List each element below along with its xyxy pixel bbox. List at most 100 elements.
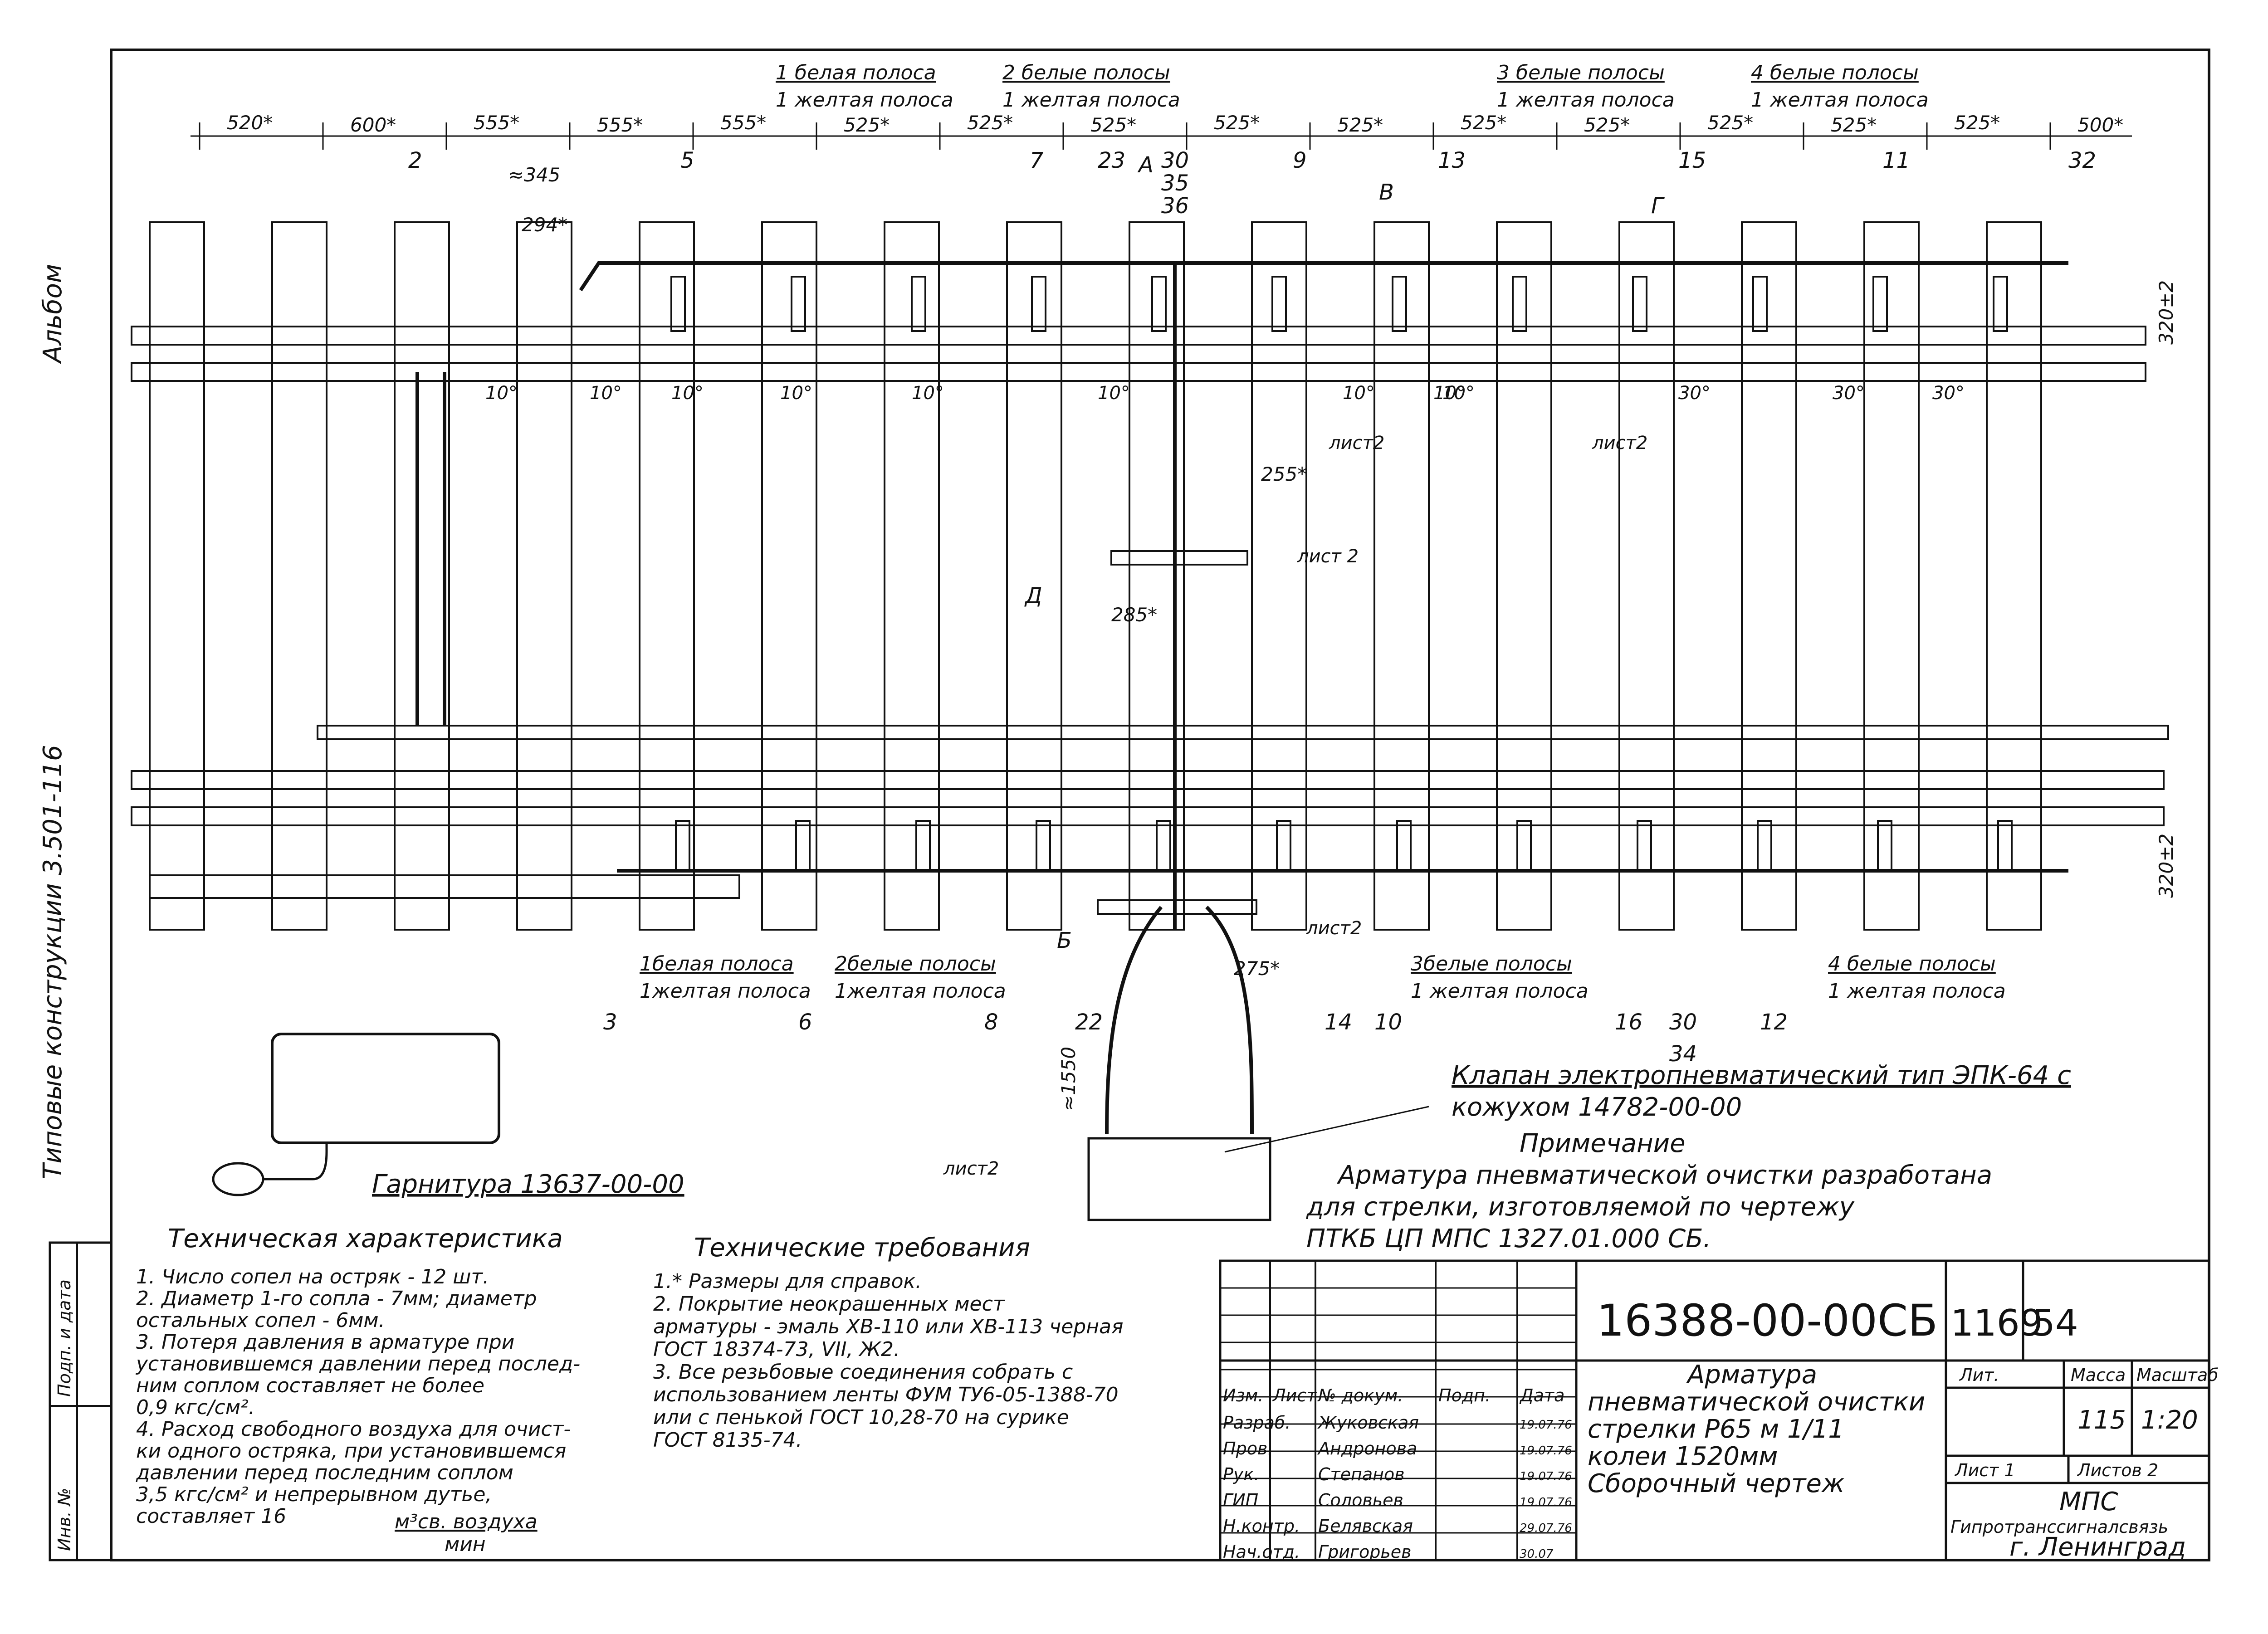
tech-characteristics: Техническая характеристика 1. Число сопе…	[135, 1224, 580, 1556]
sleeper	[1863, 221, 1920, 931]
flow-units-num: м³св. воздуха	[395, 1510, 538, 1533]
tb-role: Пров.	[1223, 1439, 1273, 1458]
note-line-1: Арматура пневматической очистки разработ…	[1337, 1161, 1992, 1190]
tb-role: Н.контр.	[1223, 1516, 1300, 1536]
stripe-label-line2: 1желтая полоса	[835, 980, 1006, 1003]
sleeper	[1129, 221, 1185, 931]
callout-number: 14	[1325, 1010, 1352, 1035]
sleeper	[1006, 221, 1062, 931]
top-dimension: 525*	[844, 114, 890, 136]
tech-req-line: ГОСТ 18374-73, VII, Ж2.	[653, 1338, 900, 1361]
nozzle-clamp	[1031, 276, 1046, 332]
sleeper	[1496, 221, 1552, 931]
tb-role: Разраб.	[1223, 1413, 1290, 1433]
dim-255: 255*	[1261, 463, 1307, 485]
dim-285: 285*	[1111, 604, 1157, 626]
callout-number: 35	[1161, 171, 1189, 196]
nozzle-angle: 10°	[1343, 383, 1375, 404]
valve-label-2: кожухом 14782-00-00	[1452, 1093, 1742, 1122]
nozzle-angle: 10°	[485, 383, 518, 404]
sheets-total: Листов 2	[2077, 1460, 2158, 1480]
sheet-ref-4: лист2	[1306, 918, 1362, 939]
nozzle-clamp	[911, 276, 926, 332]
album-label: Альбом	[38, 264, 68, 364]
tb-name: Соловьев	[1318, 1490, 1403, 1510]
callout-number: 22	[1075, 1010, 1103, 1035]
tb-role: Нач.отд.	[1223, 1542, 1300, 1562]
top-dimension: 525*	[1831, 114, 1877, 136]
page-number: 54	[2032, 1302, 2078, 1344]
nozzle-clamp	[1271, 276, 1287, 332]
sleeper	[271, 221, 327, 931]
tb-col-header: Дата	[1519, 1385, 1564, 1405]
tech-char-line: 4. Расход свободного воздуха для очист-	[136, 1418, 571, 1441]
tech-char-title: Техническая характеристика	[168, 1224, 563, 1254]
callout-number: 6	[798, 1010, 812, 1035]
tb-name: Степанов	[1318, 1464, 1405, 1484]
sleeper	[1986, 221, 2042, 931]
tech-char-line: ки одного остряка, при установившемся	[136, 1439, 566, 1463]
title-line: Арматура	[1686, 1360, 1817, 1390]
nozzle-clamp	[1997, 820, 2013, 872]
stripe-label-line1: 1белая полоса	[640, 952, 794, 976]
stripe-label-line2: 1 желтая полоса	[1002, 88, 1180, 112]
title-line: Сборочный чертеж	[1588, 1469, 1844, 1498]
rails	[131, 326, 2169, 899]
tech-requirements: Технические требования 1.* Размеры для с…	[653, 1233, 1123, 1452]
top-dimension: 525*	[967, 112, 1013, 134]
tb-name: Жуковская	[1317, 1413, 1419, 1433]
nozzle-clamp	[1036, 820, 1051, 872]
sleeper	[1741, 221, 1797, 931]
section-mark: А	[1137, 152, 1154, 178]
tech-char-line: остальных сопел - 6мм.	[136, 1309, 385, 1332]
title-line: колеи 1520мм	[1588, 1442, 1778, 1471]
tb-role: ГИП	[1223, 1490, 1258, 1510]
sub-dim-294: 294*	[522, 214, 567, 236]
section-mark: Б	[1057, 928, 1072, 953]
sleeper	[1374, 221, 1430, 931]
nozzle-clamp	[1877, 820, 1892, 872]
callout-number: 16	[1615, 1010, 1642, 1035]
nozzle-angle: 30°	[1932, 383, 1965, 404]
tb-col-header: № докум.	[1317, 1385, 1403, 1405]
stripe-label-line2: 1 желтая полоса	[776, 88, 953, 112]
sheet-ref-5: лист2	[943, 1158, 999, 1179]
section-mark: Д	[1024, 583, 1042, 609]
callout-number: 11	[1882, 148, 1910, 173]
nozzle-angle: 10°	[780, 383, 812, 404]
nozzle-clamp	[1637, 820, 1652, 872]
callout-number: 23	[1098, 148, 1125, 173]
stamp-inv-no: Инв. №	[54, 1488, 74, 1551]
callout-number: 32	[2068, 148, 2096, 173]
callout-number: 30	[1669, 1010, 1697, 1035]
tech-char-line: 2. Диаметр 1-го сопла - 7мм; диаметр	[136, 1287, 537, 1310]
sleeper	[394, 221, 450, 931]
sub-dim-345: ≈345	[508, 164, 560, 186]
note-line-2: для стрелки, изготовляемой по чертежу	[1306, 1192, 1855, 1222]
callout-number: 10	[1374, 1010, 1402, 1035]
nozzle-clamp	[1151, 276, 1167, 332]
tech-char-line: 3,5 кгс/см² и непрерывном дутье,	[136, 1483, 492, 1506]
sheet-ref-1: лист2	[1329, 433, 1384, 454]
tech-char-line: установившемся давлении перед послед-	[135, 1352, 580, 1375]
stripe-label-line1: 2 белые полосы	[1002, 61, 1170, 84]
callout-number: 9	[1293, 148, 1307, 173]
lower-bar	[1097, 899, 1257, 915]
fitting-bulb	[212, 1162, 264, 1196]
tb-date: 30.07	[1520, 1547, 1554, 1561]
tb-name: Белявская	[1318, 1516, 1413, 1536]
stamp-sign-date: Подп. и дата	[54, 1279, 74, 1397]
sleepers	[149, 221, 2042, 931]
callout-number: 15	[1678, 148, 1706, 173]
tb-col-header: Подп.	[1438, 1385, 1491, 1405]
callout-number: 7	[1030, 148, 1044, 173]
stripe-label-line1: 2белые полосы	[835, 952, 996, 976]
nozzle-angle: 10°	[1433, 383, 1466, 404]
stripe-label-line2: 1 желтая полоса	[1497, 88, 1675, 112]
title-block	[1219, 1259, 2210, 1561]
top-dimension: 525*	[1090, 114, 1136, 136]
tb-name: Андронова	[1317, 1439, 1417, 1458]
note-title: Примечание	[1520, 1129, 1686, 1158]
callout-number: 8	[984, 1010, 998, 1035]
